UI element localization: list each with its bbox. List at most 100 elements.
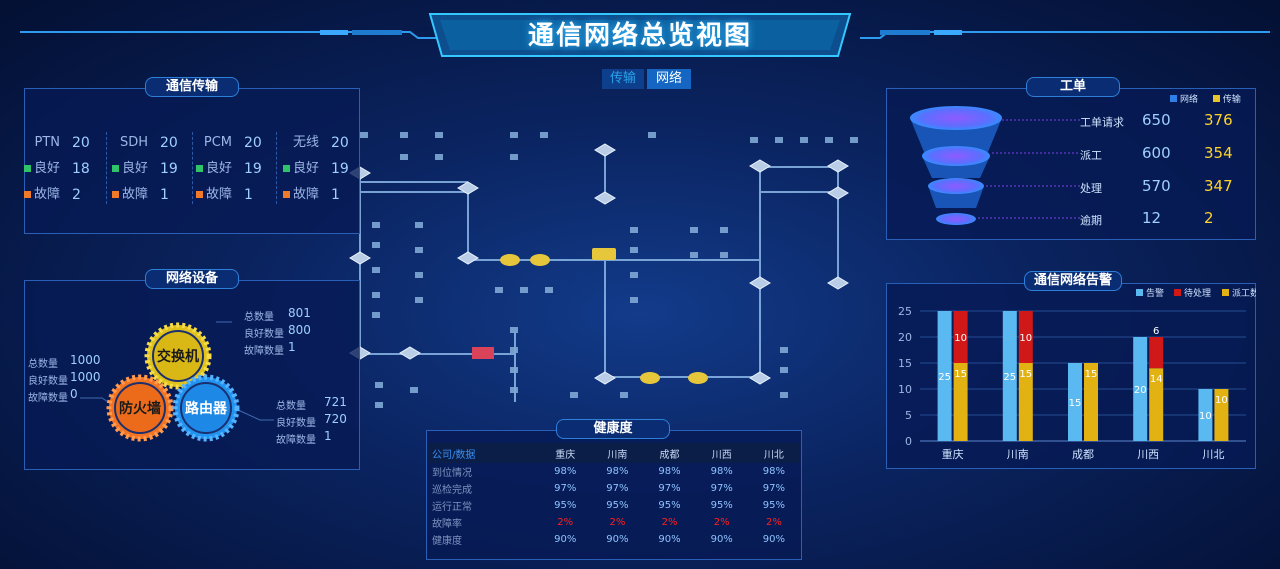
good-marker [283, 165, 290, 172]
tx-fault: 1 [331, 187, 340, 203]
devices-panel-title: 网络设备 [145, 269, 239, 289]
health-header-cell: 重庆 [539, 443, 592, 463]
firewall-stat-label: 故障数量 [28, 393, 68, 404]
row-label: 运行正常 [432, 502, 472, 513]
table-cell: 98% [658, 466, 681, 477]
row-label: 健康度 [432, 536, 462, 547]
fault-marker [196, 191, 203, 198]
tx-total: 20 [244, 135, 262, 151]
table-cell: 97% [606, 483, 629, 494]
router-stat-value: 721 [324, 395, 347, 409]
switch-stat-value: 801 [288, 306, 311, 320]
table-row: 故障率 2% 2% 2% 2% 2% [428, 514, 800, 531]
table-cell: 97% [554, 483, 577, 494]
table-cell: 2% [609, 517, 626, 528]
work-order-row-label: 派工 [1080, 149, 1102, 162]
firewall-stat-value: 1000 [70, 353, 101, 367]
legend-label: 派工数 [1232, 287, 1256, 299]
table-cell: 95% [554, 500, 577, 511]
bar-label: 10 [954, 333, 967, 344]
good-marker [196, 165, 203, 172]
firewall-stat-value: 0 [70, 387, 78, 401]
table-cell: 90% [710, 534, 733, 545]
table-cell: 90% [606, 534, 629, 545]
x-tick-label: 重庆 [942, 447, 964, 461]
router-stat-label: 故障数量 [276, 435, 316, 446]
work-order-row-label: 处理 [1080, 182, 1102, 195]
tx-good: 18 [72, 161, 90, 177]
tx-total: 20 [72, 135, 90, 151]
y-tick-label: 25 [898, 305, 912, 318]
switch-label: 交换机 [157, 349, 199, 365]
tx-good: 19 [160, 161, 178, 177]
tx-name: SDH [119, 135, 148, 150]
health-panel-title: 健康度 [556, 419, 670, 439]
work-order-network-value: 650 [1142, 111, 1171, 129]
health-header-row: 公司/数据 重庆 川南 成都 川西 川北 [428, 443, 800, 463]
bar-label: 15 [1085, 369, 1098, 380]
legend-swatch [1136, 289, 1143, 296]
tx-fault: 1 [160, 187, 169, 203]
work-order-network-value: 12 [1142, 209, 1162, 227]
bar-pending [1149, 337, 1164, 369]
tx-fault: 2 [72, 187, 81, 203]
switch-stat-label: 总数量 [244, 312, 274, 323]
tx-total: 20 [160, 135, 178, 151]
bar-label: 15 [1069, 398, 1082, 409]
page-title: 通信网络总览视图 [527, 21, 752, 51]
tx-fault: 1 [244, 187, 253, 203]
switch-stat-label: 故障数量 [244, 346, 284, 357]
bar-alarm [1068, 363, 1082, 441]
switch-stat-value: 1 [288, 340, 296, 354]
y-tick-label: 0 [905, 435, 912, 448]
good-label: 良好 [122, 161, 149, 176]
work-order-transmission-value: 376 [1204, 111, 1233, 129]
bar-label: 14 [1150, 374, 1163, 385]
bar-alarm [1198, 389, 1213, 441]
table-row: 到位情况 98% 98% 98% 98% 98% [428, 463, 800, 480]
bar-dispatched [1149, 368, 1164, 441]
tx-good: 19 [244, 161, 262, 177]
tab-network[interactable]: 网络 [647, 69, 691, 89]
good-marker [24, 165, 31, 172]
legend-label: 告警 [1146, 287, 1164, 299]
health-header-cell: 川西 [695, 443, 748, 463]
firewall-label: 防火墙 [119, 401, 161, 417]
router-stat-value: 720 [324, 412, 347, 426]
network-topology-map [349, 132, 858, 408]
table-cell: 98% [762, 466, 785, 477]
bar-alarm [1133, 337, 1148, 441]
work-order-transmission-value: 354 [1204, 144, 1233, 162]
header-frame [20, 13, 1270, 57]
x-tick-label: 成都 [1072, 448, 1094, 461]
work-orders-panel-title: 工单 [1026, 77, 1120, 97]
row-label: 巡检完成 [432, 485, 472, 496]
bar-label: 10 [1019, 333, 1032, 344]
bar-pending [953, 311, 968, 363]
table-row: 运行正常 95% 95% 95% 95% 95% [428, 497, 800, 514]
tab-transmission[interactable]: 传输 [602, 69, 644, 89]
transmission-panel-title: 通信传输 [145, 77, 239, 97]
tx-column-sdh: SDH 20 良好 19 故障 1 [112, 130, 192, 208]
firewall-stat-label: 总数量 [28, 359, 58, 370]
table-cell: 95% [762, 500, 785, 511]
y-tick-label: 20 [898, 331, 912, 344]
good-label: 良好 [34, 161, 61, 176]
bar-dispatched [1018, 363, 1033, 441]
health-header-cell: 川南 [591, 443, 644, 463]
legend-network-swatch [1170, 95, 1177, 102]
bar-dispatched [953, 363, 968, 441]
tx-name: PTN [34, 135, 60, 150]
good-marker [112, 165, 119, 172]
table-cell: 90% [658, 534, 681, 545]
good-label: 良好 [206, 161, 233, 176]
table-cell: 90% [762, 534, 785, 545]
table-row: 巡检完成 97% 97% 97% 97% 97% [428, 480, 800, 497]
fault-label: 故障 [122, 187, 149, 202]
health-header-cell: 成都 [643, 443, 696, 463]
fault-marker [24, 191, 31, 198]
table-cell: 95% [606, 500, 629, 511]
work-order-network-value: 600 [1142, 144, 1171, 162]
